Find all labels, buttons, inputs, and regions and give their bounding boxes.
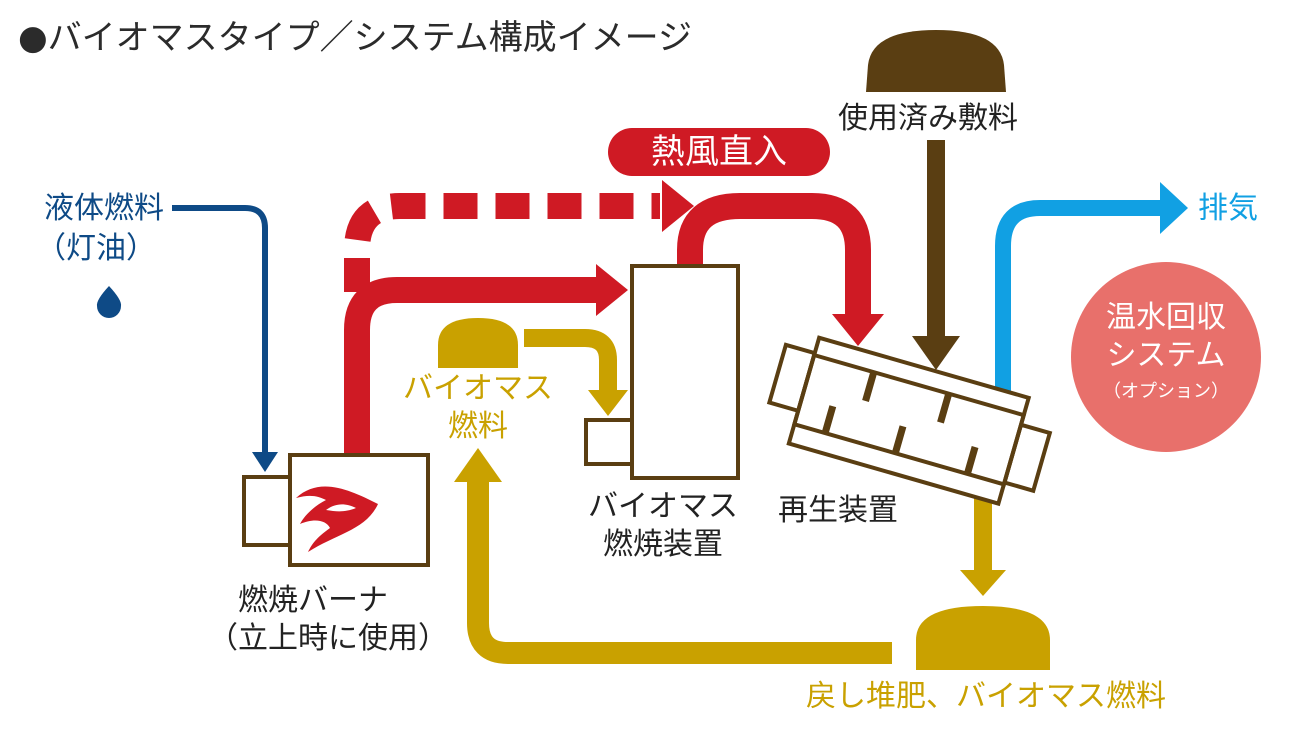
burner-unit [242, 453, 430, 567]
biomass-fuel-label: バイオマス [403, 371, 553, 406]
hot-air-direct-dashed-arrow [344, 180, 694, 292]
burner-label: 燃焼バーナ [238, 583, 388, 618]
exhaust-label: 排気 [1198, 191, 1258, 226]
hot-air-to-regenerator-arrow [677, 193, 884, 346]
used-bedding-pile [866, 30, 1006, 92]
liquid-fuel-line [172, 205, 278, 472]
burner-note-label: （立上時に使用） [208, 621, 448, 656]
hot-air-direct-label: 熱風直入 [608, 128, 830, 176]
bedding-feed-arrow [912, 140, 960, 370]
recovery-label-1: 温水回収 [1106, 300, 1226, 335]
exhaust-arrow [995, 182, 1188, 392]
biomass-fuel-pile [438, 318, 518, 368]
diagram-title: ●バイオマスタイプ／システム構成イメージ [18, 18, 692, 58]
biomass-device-label-2: 燃焼装置 [603, 527, 723, 562]
output-down-arrow [960, 498, 1006, 596]
biomass-device-label: バイオマス [588, 489, 738, 524]
regenerator-label: 再生装置 [778, 493, 898, 528]
output-pile [916, 606, 1050, 670]
biomass-burner-device [584, 264, 740, 480]
flame-icon [296, 486, 378, 552]
kerosene-label: （灯油） [36, 231, 156, 266]
recovery-option-label: （オプション） [1103, 381, 1229, 402]
biomass-fuel-feed-arrow [524, 329, 628, 416]
droplet-icon [96, 286, 122, 318]
return-loop-arrow [454, 448, 892, 664]
regenerator-drum [766, 335, 1053, 507]
used-bedding-label: 使用済み敷料 [838, 101, 1018, 136]
output-label: 戻し堆肥、バイオマス燃料 [806, 679, 1166, 714]
biomass-fuel-label-2: 燃料 [448, 409, 508, 444]
hot-water-recovery-circle: 温水回収 システム （オプション） [1071, 262, 1261, 452]
liquid-fuel-label: 液体燃料 [44, 191, 164, 226]
recovery-label-2: システム [1106, 338, 1226, 373]
hot-air-to-device-arrow [344, 264, 628, 455]
